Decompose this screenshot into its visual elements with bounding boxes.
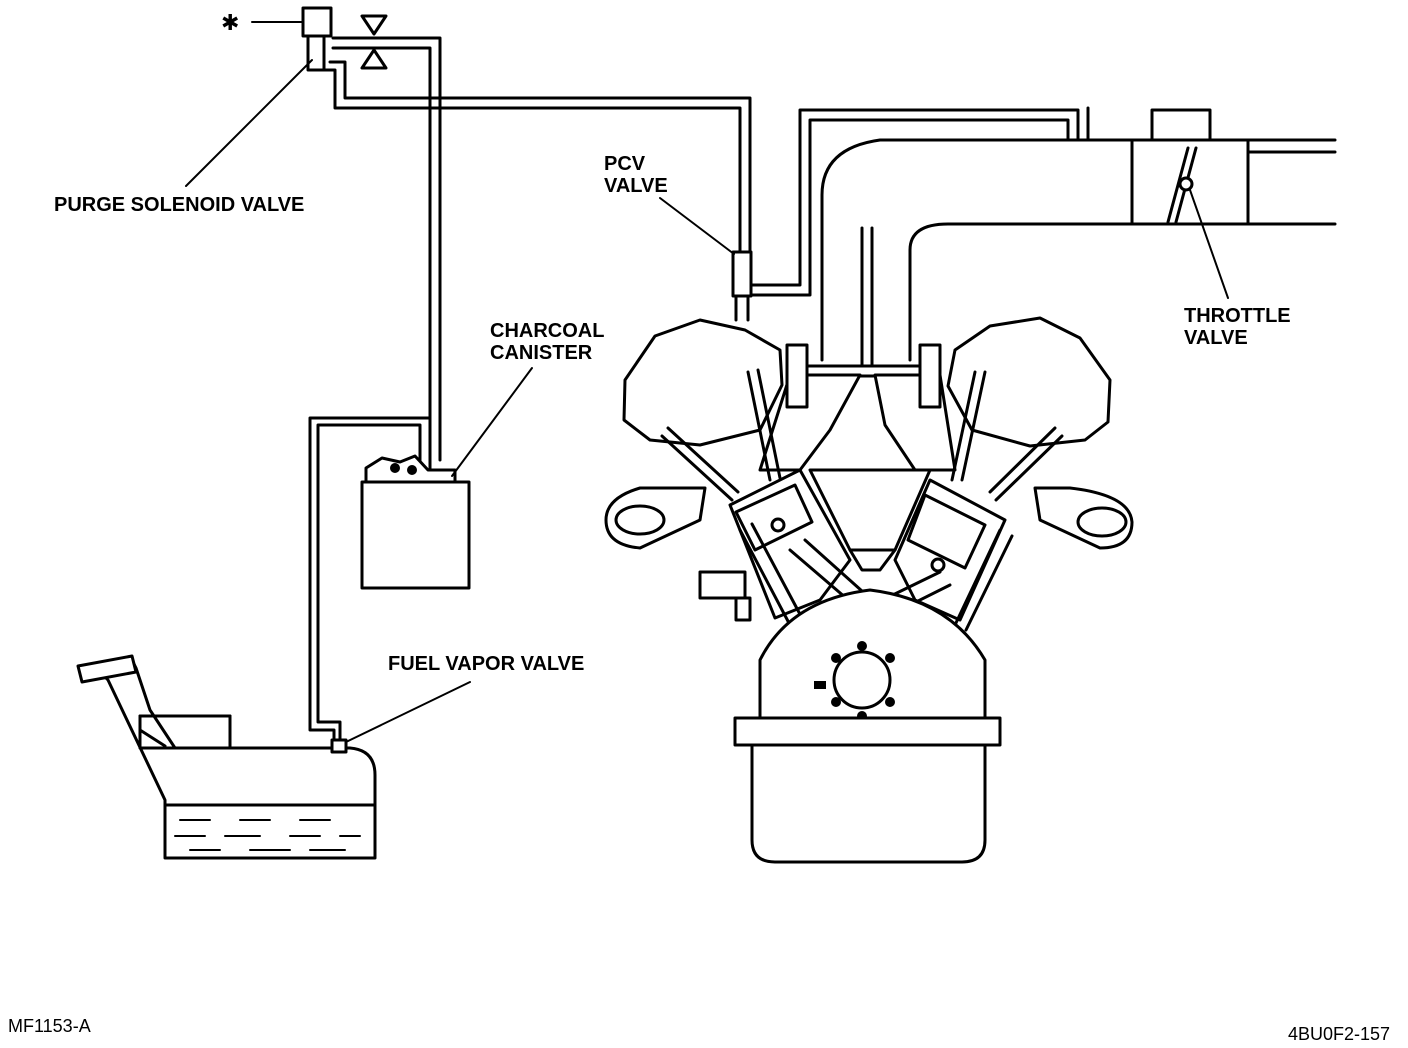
label-charcoal: CHARCOAL <box>490 320 604 342</box>
label-canister: CANISTER <box>490 342 593 364</box>
throttle-valve <box>1166 146 1198 224</box>
pcv-valve <box>731 250 753 322</box>
label-throttle-valve: VALVE <box>1184 327 1248 349</box>
leader-throttle <box>1189 189 1229 299</box>
label-fuel-vapor-valve: FUEL VAPOR VALVE <box>388 653 584 675</box>
fuel-vapor-valve <box>330 738 348 754</box>
leader-lines <box>185 59 1229 743</box>
charcoal-canister <box>360 454 471 590</box>
fuel-tank <box>76 654 377 860</box>
label-pcv-valve: VALVE <box>604 175 668 197</box>
label-throttle: THROTTLE <box>1184 305 1291 327</box>
footnote-symbol: ✱ <box>221 11 239 36</box>
label-pcv: PCV <box>604 153 646 175</box>
leader-canister <box>451 367 533 477</box>
figure-code-right: 4BU0F2-157 <box>1288 1024 1390 1044</box>
check-valve-icon <box>360 14 388 70</box>
figure-code-left: MF1153-A <box>8 1016 91 1036</box>
label-purge-solenoid-valve: PURGE SOLENOID VALVE <box>54 194 304 216</box>
purge-solenoid-valve <box>301 6 333 72</box>
leader-purge-solenoid <box>185 59 313 187</box>
intake-duct <box>820 106 1337 362</box>
leader-fuel-vapor <box>345 681 471 743</box>
engine <box>604 226 1134 864</box>
leader-pcv <box>659 197 735 255</box>
